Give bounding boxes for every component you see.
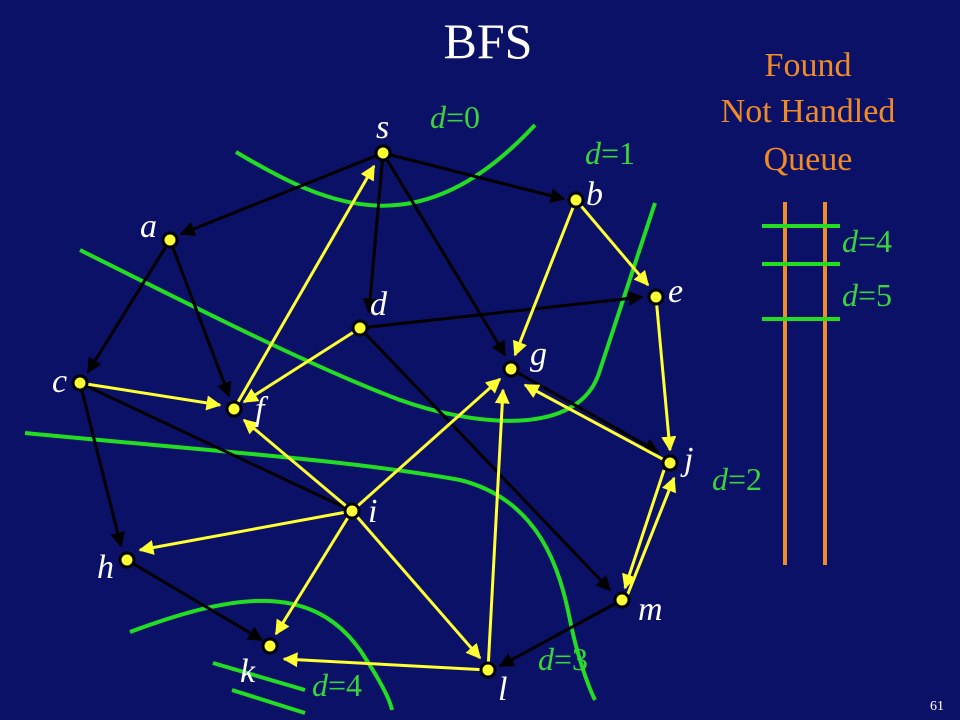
node-f	[225, 400, 243, 418]
legend-queue: Queue	[764, 141, 853, 178]
level-label-d2: d=2	[712, 461, 762, 497]
node-label-i: i	[368, 493, 377, 530]
node-s	[374, 144, 392, 162]
tree-edges	[79, 164, 677, 672]
node-a	[161, 231, 179, 249]
edge-a-f	[168, 239, 232, 398]
tree-edge-m-j	[625, 476, 676, 597]
tree-edge-i-h	[138, 509, 353, 555]
node-label-a: a	[140, 208, 157, 245]
edge-c-i	[79, 381, 353, 513]
node-m	[613, 591, 631, 609]
edge-h-k	[126, 558, 264, 642]
node-d	[351, 319, 369, 337]
tree-edge-i-k	[274, 510, 354, 636]
node-e	[647, 288, 665, 306]
slide-title: BFS	[444, 13, 533, 69]
tree-edge-d-f	[242, 326, 361, 404]
edge-c-h	[78, 382, 125, 548]
tree-edge-b-g	[512, 199, 578, 357]
node-label-c: c	[52, 363, 67, 400]
edge-d-m	[358, 326, 612, 592]
node-l	[479, 661, 497, 679]
node-label-s: s	[376, 109, 389, 146]
edge-s-a	[179, 151, 384, 236]
frontier-d3	[129, 598, 394, 711]
tree-edge-l-k	[282, 652, 489, 672]
frontier-d4a	[212, 661, 306, 692]
edge-a-c	[86, 239, 172, 374]
legend-not-handled: Not Handled	[721, 93, 896, 130]
node-c	[71, 374, 89, 392]
queue-label-d5: d=5	[842, 277, 892, 313]
edge-s-g	[381, 152, 507, 357]
edge-d-e	[359, 291, 644, 330]
node-label-j: j	[680, 441, 693, 478]
level-label-d3: d=3	[538, 641, 588, 677]
node-label-g: g	[530, 336, 547, 373]
node-label-d: d	[370, 286, 388, 323]
node-label-f: f	[255, 391, 269, 428]
edge-g-j	[510, 367, 660, 454]
tree-edge-i-f	[242, 418, 353, 513]
tree-edge-i-g	[351, 377, 502, 513]
tree-edge-j-g	[523, 383, 671, 465]
node-g	[502, 360, 520, 378]
node-label-k: k	[240, 653, 256, 690]
frontier-d4b	[231, 688, 306, 715]
node-i	[343, 502, 361, 520]
edge-s-d	[362, 152, 385, 314]
node-h	[118, 551, 136, 569]
tree-edge-b-e	[574, 199, 650, 287]
node-label-m: m	[638, 591, 663, 628]
node-b	[567, 191, 585, 209]
queue-rails	[762, 202, 840, 565]
tree-edge-e-j	[654, 296, 677, 452]
tree-edge-l-g	[486, 388, 510, 671]
frontier-d2	[24, 431, 597, 701]
node-j	[661, 454, 679, 472]
graph-nodes	[71, 144, 679, 679]
frontier-curves	[24, 123, 657, 715]
queue-label-d4: d=4	[842, 223, 892, 259]
level-label-d4: d=4	[312, 667, 362, 703]
tree-edge-c-f	[79, 381, 222, 411]
edge-s-b	[382, 151, 566, 203]
node-k	[261, 637, 279, 655]
tree-edge-j-m	[622, 469, 666, 590]
legend-found: Found	[765, 47, 852, 84]
level-label-d1: d=1	[585, 135, 635, 171]
node-label-e: e	[668, 273, 683, 310]
node-label-h: h	[97, 549, 114, 586]
tree-edge-f-s	[232, 164, 376, 410]
edge-m-l	[498, 598, 623, 668]
black-edges	[78, 151, 660, 668]
node-label-l: l	[498, 671, 507, 708]
page-number: 61	[930, 699, 944, 714]
tree-edge-i-l	[350, 510, 482, 660]
node-label-b: b	[586, 176, 603, 213]
level-label-d0: d=0	[430, 99, 480, 135]
